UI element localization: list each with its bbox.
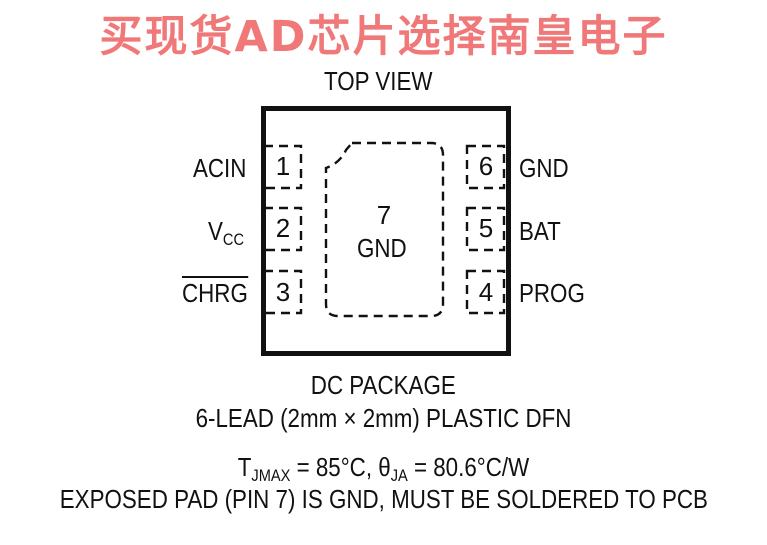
pad-6	[465, 144, 506, 190]
pin-number-5: 5	[478, 213, 494, 243]
tj-symbol: T	[237, 452, 252, 482]
exposed-pad-note: EXPOSED PAD (PIN 7) IS GND, MUST BE SOLD…	[59, 484, 708, 514]
chrg-overbar-text: CHRG	[182, 276, 248, 308]
theta-value: = 80.6°C/W	[407, 452, 530, 482]
package-name: DC PACKAGE	[311, 370, 456, 400]
theta-sub: JA	[390, 466, 408, 485]
top-view-label: TOP VIEW	[324, 66, 433, 96]
pin-name-acin: ACIN	[193, 153, 247, 183]
pin-number-4: 4	[478, 277, 494, 307]
pin-number-2: 2	[275, 213, 291, 243]
pin-number-1: 1	[275, 151, 291, 181]
exposed-pad-outline	[324, 141, 445, 318]
pin-name-chrg: CHRG	[182, 276, 248, 309]
pad-5	[465, 206, 506, 252]
pin-name-prog: PROG	[519, 278, 585, 308]
pad-1	[262, 144, 303, 190]
thermal-spec: TJMAX = 85°C, θJA = 80.6°C/W	[0, 452, 767, 486]
watermark-banner: 买现货AD芯片选择南皇电子	[99, 12, 668, 62]
pin-number-6: 6	[478, 151, 494, 181]
pin-name-gnd: GND	[519, 153, 569, 183]
tj-sub: JMAX	[251, 466, 291, 485]
pin-number-3: 3	[275, 277, 291, 307]
exposed-pad-name: GND	[357, 233, 407, 263]
pin-name-bat: BAT	[519, 216, 561, 246]
vcc-sub: CC	[222, 230, 245, 249]
package-description: 6-LEAD (2mm × 2mm) PLASTIC DFN	[195, 403, 572, 433]
pad-3	[262, 269, 303, 315]
pad-4	[465, 269, 506, 315]
pin-name-vcc: VCC	[208, 216, 244, 250]
tj-value: = 85°C,	[290, 452, 379, 482]
theta-symbol: θ	[378, 452, 391, 482]
exposed-pad-number: 7	[376, 200, 392, 230]
pad-2	[262, 206, 303, 252]
vcc-main: V	[208, 216, 223, 246]
